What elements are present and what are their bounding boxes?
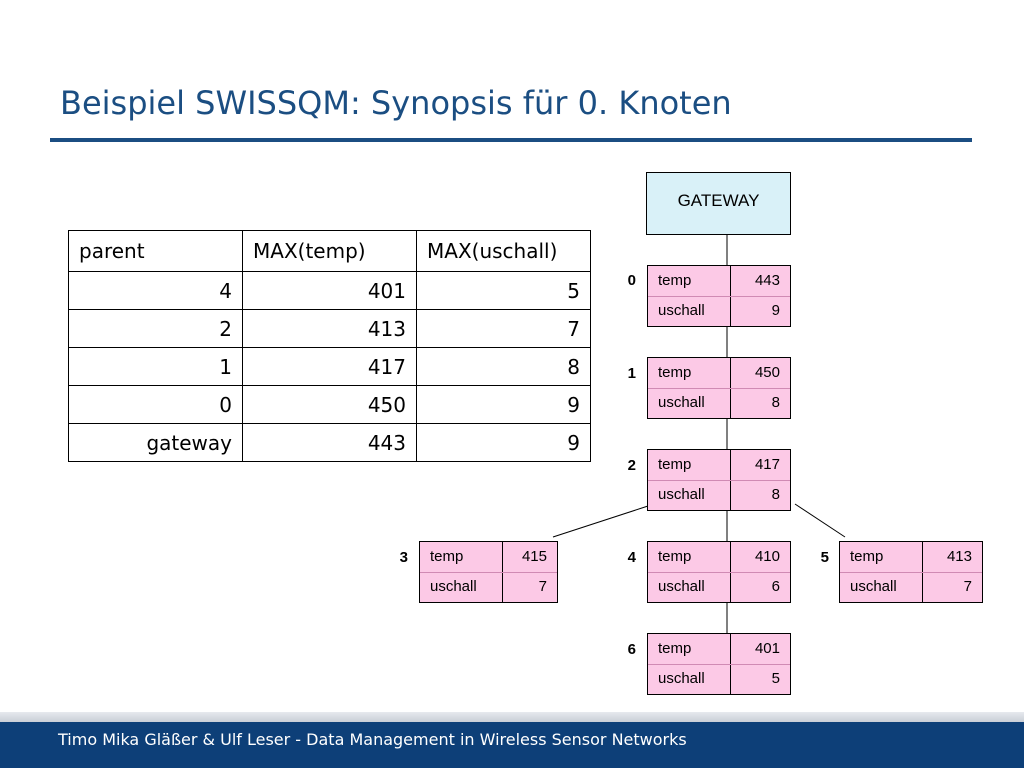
node-6: temp 401 uschall 5	[647, 633, 791, 695]
uschall-label: uschall	[850, 578, 897, 595]
uschall-value: 9	[771, 302, 780, 319]
temp-label: temp	[658, 456, 692, 473]
header-parent: parent	[68, 230, 243, 272]
uschall-label: uschall	[658, 486, 705, 503]
cell-max-temp: 417	[242, 347, 417, 386]
node-4: temp 410 uschall 6	[647, 541, 791, 603]
table-row: 2 413 7	[68, 309, 591, 348]
uschall-label: uschall	[658, 670, 705, 687]
table-row: 1 417 8	[68, 347, 591, 386]
edge-2-3	[552, 505, 649, 538]
table-header-row: parent MAX(temp) MAX(uschall)	[68, 230, 591, 272]
title-divider	[50, 138, 972, 142]
footer-text: Timo Mika Gläßer & Ulf Leser - Data Mana…	[58, 730, 687, 749]
footer-bar	[0, 722, 1024, 768]
gateway-node: GATEWAY	[646, 172, 791, 235]
uschall-value: 5	[771, 670, 780, 687]
temp-label: temp	[658, 548, 692, 565]
temp-value: 410	[754, 548, 780, 565]
edge-2-5	[794, 503, 846, 538]
uschall-label: uschall	[658, 394, 705, 411]
node-5: temp 413 uschall 7	[839, 541, 983, 603]
temp-label: temp	[658, 640, 692, 657]
cell-max-uschall: 9	[416, 423, 591, 462]
node-1: temp 450 uschall 8	[647, 357, 791, 419]
cell-max-temp: 413	[242, 309, 417, 348]
temp-value: 417	[754, 456, 780, 473]
node-id-0: 0	[627, 272, 636, 289]
uschall-value: 8	[771, 486, 780, 503]
uschall-value: 6	[771, 578, 780, 595]
node-id-6: 6	[627, 641, 636, 658]
cell-max-temp: 443	[242, 423, 417, 462]
temp-value: 415	[521, 548, 547, 565]
table-row: gateway 443 9	[68, 423, 591, 462]
temp-value: 443	[754, 272, 780, 289]
node-3: temp 415 uschall 7	[419, 541, 558, 603]
cell-parent: 2	[68, 309, 243, 348]
uschall-value: 7	[963, 578, 972, 595]
uschall-label: uschall	[658, 578, 705, 595]
cell-max-temp: 450	[242, 385, 417, 424]
uschall-value: 7	[538, 578, 547, 595]
temp-label: temp	[850, 548, 884, 565]
uschall-label: uschall	[658, 302, 705, 319]
uschall-value: 8	[771, 394, 780, 411]
cell-max-uschall: 8	[416, 347, 591, 386]
temp-label: temp	[658, 272, 692, 289]
slide-title: Beispiel SWISSQM: Synopsis für 0. Knoten	[60, 84, 732, 122]
temp-value: 401	[754, 640, 780, 657]
node-id-4: 4	[627, 549, 636, 566]
temp-label: temp	[430, 548, 464, 565]
temp-value: 450	[754, 364, 780, 381]
synopsis-table: parent MAX(temp) MAX(uschall) 4 401 5 2 …	[68, 230, 591, 462]
header-max-uschall: MAX(uschall)	[416, 230, 591, 272]
node-id-2: 2	[627, 457, 636, 474]
node-id-3: 3	[399, 549, 408, 566]
node-2: temp 417 uschall 8	[647, 449, 791, 511]
node-0: temp 443 uschall 9	[647, 265, 791, 327]
cell-max-uschall: 7	[416, 309, 591, 348]
uschall-label: uschall	[430, 578, 477, 595]
temp-value: 413	[946, 548, 972, 565]
temp-label: temp	[658, 364, 692, 381]
footer-stripe	[0, 712, 1024, 722]
node-id-5: 5	[820, 549, 829, 566]
node-id-1: 1	[627, 365, 636, 382]
